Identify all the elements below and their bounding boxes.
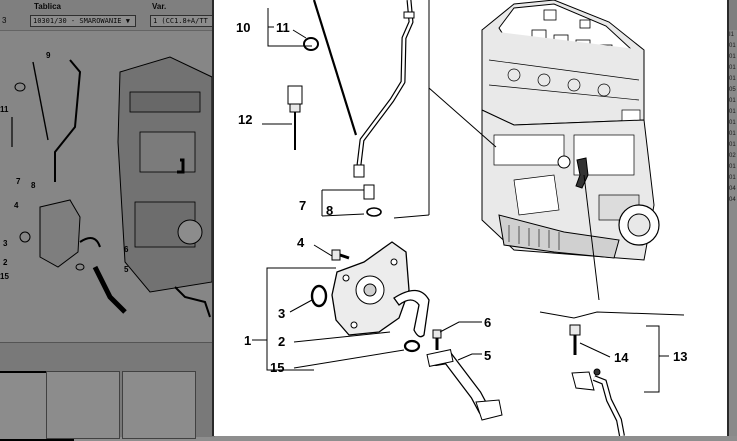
callout-2[interactable]: 2: [278, 334, 285, 349]
parts-list-row[interactable]: 01: [729, 109, 736, 115]
o-ring-15[interactable]: 15: [270, 339, 421, 375]
callout-10-11-group: 10 11: [236, 8, 319, 51]
bg-callout-9: 9: [46, 51, 51, 60]
dipstick[interactable]: [312, 0, 358, 136]
parts-list-row[interactable]: 04: [729, 197, 736, 203]
diagram-thumbnails: [0, 342, 215, 441]
thumbnail-2[interactable]: [46, 371, 120, 439]
seal-3[interactable]: 3: [278, 284, 328, 321]
callout-13[interactable]: 13: [673, 349, 687, 364]
parts-list-row[interactable]: 01: [729, 131, 736, 137]
sensor-7[interactable]: [363, 184, 375, 200]
parts-list-row[interactable]: 01: [729, 54, 736, 60]
bg-dipstick: [32, 61, 49, 141]
parts-list-row[interactable]: 01: [729, 65, 736, 71]
callout-5[interactable]: 5: [484, 348, 491, 363]
table-prefix: 3: [2, 16, 7, 25]
exploded-diagram: 10 11 12 7 8 4: [236, 0, 687, 436]
callout-12[interactable]: 12: [238, 112, 252, 127]
bg-callout-11: 11: [0, 105, 9, 114]
oil-sensor-12[interactable]: 12: [238, 85, 303, 150]
engine-block[interactable]: [393, 0, 660, 301]
washer-8[interactable]: [366, 207, 382, 217]
callout-1[interactable]: 1: [244, 333, 251, 348]
bg-engine-block: [117, 56, 213, 293]
oil-pump-1[interactable]: [331, 241, 410, 336]
background-diagram: 9 11 7 8 4 3 2 15 6 5: [0, 32, 215, 342]
bg-callout-2: 2: [3, 258, 8, 267]
parts-list-row[interactable]: 04: [729, 186, 736, 192]
parts-list-row[interactable]: 01: [729, 142, 736, 148]
parts-list-row[interactable]: 01: [729, 175, 736, 181]
callout-11[interactable]: 11: [276, 20, 290, 35]
callout-14[interactable]: 14: [614, 350, 629, 365]
var-select[interactable]: 1 (CC1.8+A/TT: [150, 15, 216, 27]
bg-dipstick-tube: [54, 59, 82, 182]
callout-7-8-group: 7 8: [299, 184, 382, 218]
bg-oil-pump: [39, 199, 81, 268]
callout-10[interactable]: 10: [236, 20, 250, 35]
callout-3[interactable]: 3: [278, 306, 285, 321]
table-select[interactable]: 10301/30 - SMAROWANIE ▼: [30, 15, 136, 27]
bg-callout-5: 5: [124, 265, 129, 274]
bolt-6[interactable]: 6: [432, 315, 491, 350]
parts-list-header: I1: [729, 32, 735, 38]
callout-4[interactable]: 4: [297, 235, 305, 250]
bolt-14[interactable]: [569, 324, 581, 355]
parts-list-row[interactable]: 01: [729, 98, 736, 104]
o-ring-11[interactable]: [303, 37, 319, 51]
callout-7[interactable]: 7: [299, 198, 306, 213]
callout-6[interactable]: 6: [484, 315, 491, 330]
parts-list-row[interactable]: 02: [729, 153, 736, 159]
callout-1-group: 1: [244, 267, 336, 371]
dipstick-tube[interactable]: [353, 0, 415, 178]
var-label: Var.: [152, 2, 167, 11]
parts-list-row[interactable]: 01: [729, 43, 736, 49]
bolt-4[interactable]: 4: [297, 235, 350, 261]
bg-callout-3: 3: [3, 239, 8, 248]
callout-8[interactable]: 8: [326, 203, 333, 218]
table-label: Tablica: [34, 2, 61, 11]
thumbnail-3[interactable]: [122, 371, 196, 439]
bg-oil-pickup: [92, 265, 127, 314]
bg-callout-7: 7: [16, 177, 21, 186]
bg-callout-15: 15: [0, 272, 9, 281]
zoomed-diagram-panel[interactable]: 10 11 12 7 8 4: [212, 0, 729, 436]
parts-list-row[interactable]: 01: [729, 76, 736, 82]
bg-callout-6: 6: [124, 245, 129, 254]
oil-pickup-5[interactable]: 5: [426, 348, 503, 421]
bg-callout-4: 4: [14, 201, 19, 210]
parts-list-row[interactable]: 01: [729, 120, 736, 126]
oil-pipe-13[interactable]: [571, 368, 625, 436]
gasket-2[interactable]: 2: [278, 289, 430, 349]
parts-list-row[interactable]: 05: [729, 87, 736, 93]
bg-callout-8: 8: [31, 181, 36, 190]
parts-list-row[interactable]: 01: [729, 164, 736, 170]
callout-13-14-group: 14 13: [539, 311, 687, 436]
callout-15[interactable]: 15: [270, 360, 284, 375]
